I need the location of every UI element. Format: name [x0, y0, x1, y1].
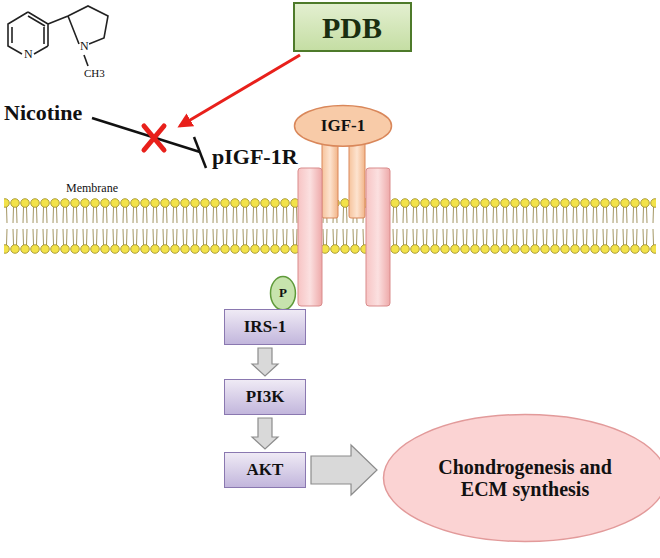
phospho-circle: P — [269, 275, 297, 311]
node-text: PDB — [322, 11, 382, 44]
process-box: AKT — [224, 452, 306, 488]
atom-label: CH3 — [84, 67, 105, 79]
drug-name: Nicotine — [4, 101, 82, 125]
block-cross — [144, 126, 164, 150]
node-text: PI3K — [246, 388, 285, 407]
receptor-label: pIGF-1R — [212, 145, 298, 169]
outcome-ellipse: Chondrogenesis and ECM synthesis — [382, 413, 660, 543]
block-arrow — [311, 445, 377, 495]
atom-label: N — [80, 40, 89, 53]
inhibition-bar — [194, 137, 206, 168]
node-text: Chondrogenesis and ECM synthesis — [435, 456, 615, 500]
node-text: P — [279, 286, 287, 300]
membrane-label: Membrane — [66, 182, 118, 195]
node-text: IRS-1 — [244, 318, 287, 337]
atom-label: N — [24, 48, 33, 61]
nicotine-structure — [8, 6, 108, 66]
process-box: IRS-1 — [224, 309, 306, 345]
process-box: PI3K — [224, 379, 306, 415]
ligand-ellipse: IGF-1 — [293, 104, 393, 148]
igf1-receptor — [298, 142, 390, 306]
pdb-arrow — [180, 55, 300, 126]
node-text: AKT — [247, 461, 284, 480]
block-arrow — [252, 418, 278, 449]
drug-box: PDB — [293, 2, 412, 52]
node-text: IGF-1 — [321, 117, 365, 136]
block-arrow — [252, 348, 278, 376]
